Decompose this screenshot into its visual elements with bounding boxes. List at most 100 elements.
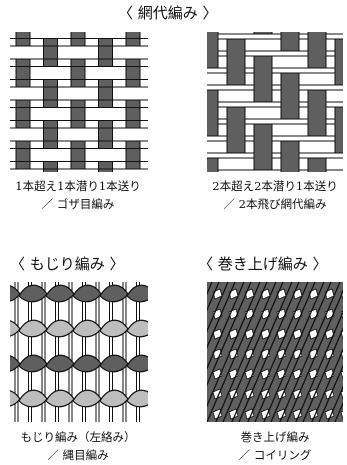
- twined-strand: [72, 319, 102, 338]
- warp-segment: [70, 38, 86, 47]
- twined-strand: [99, 284, 129, 303]
- warp-crossing: [15, 147, 31, 163]
- twined-strand: [72, 354, 102, 373]
- coil-stitch-edge: [327, 385, 343, 422]
- twined-strand: [126, 389, 148, 408]
- coil-stitch-edge: [295, 310, 343, 422]
- warp-segment: [70, 58, 86, 67]
- coil-gap: [340, 390, 343, 400]
- warp-crossing: [70, 147, 86, 163]
- coil-gap: [292, 328, 303, 340]
- coil-gap: [276, 328, 287, 340]
- warp-crossing: [43, 44, 58, 61]
- warp-float: [253, 123, 273, 171]
- warp-segment: [125, 58, 141, 67]
- warp-crossing: [98, 126, 113, 143]
- warp-float: [334, 106, 343, 154]
- coil-stitch-edge: [286, 289, 343, 422]
- caption-mojiri-line1: もじり編み（左絡み）: [20, 430, 136, 444]
- coil-gap: [212, 408, 223, 420]
- caption-goza-line1: 1本超え1本潜り1本送り: [15, 179, 141, 193]
- warp-float: [307, 32, 327, 69]
- warp-segment: [15, 120, 31, 129]
- warp-segment: [125, 99, 141, 108]
- coil-stitch-edge: [302, 327, 343, 422]
- warp-segment: [15, 99, 31, 108]
- warp-float: [253, 32, 273, 35]
- twined-strand: [18, 284, 48, 303]
- caption-makiage-line1: 巻き上げ編み: [240, 430, 310, 444]
- warp-crossing: [125, 147, 141, 163]
- warp-segment: [15, 161, 31, 170]
- coil-gap: [228, 408, 239, 420]
- caption-ajiro-line1: 2本超え2本潜り1本送り: [212, 179, 338, 193]
- coil-gap: [324, 328, 335, 340]
- warp-segment: [15, 140, 31, 149]
- warp-segment: [43, 120, 58, 129]
- twill-weave-illustration: [207, 32, 343, 172]
- warp-segment: [70, 161, 86, 170]
- coil-stitch-edge: [318, 364, 343, 422]
- twined-strand: [18, 389, 48, 408]
- warp-segment: [43, 161, 58, 170]
- twined-strand: [99, 354, 129, 373]
- warp-crossing: [15, 65, 31, 81]
- warp-segment: [15, 58, 31, 67]
- weft-strip: [10, 86, 148, 101]
- warp-float: [226, 38, 246, 86]
- warp-float: [307, 157, 327, 172]
- warp-crossing: [125, 106, 141, 122]
- warp-segment: [125, 38, 141, 47]
- coil-stitch-edge: [222, 282, 284, 422]
- warp-crossing: [98, 44, 113, 61]
- warp-crossing: [43, 85, 58, 102]
- coil-stitch-edge: [254, 282, 316, 422]
- coil-stitch-edge: [207, 282, 245, 370]
- warp-crossing: [70, 65, 86, 81]
- twined-strand: [18, 319, 48, 338]
- coil-stitch-edge: [279, 282, 341, 422]
- caption-ajiro-line2: ／ 2本飛び網代編み: [223, 197, 327, 211]
- warp-segment: [98, 120, 113, 129]
- warp-float: [334, 38, 343, 86]
- caption-makiage-line2: ／ コイリング: [238, 448, 312, 462]
- coil-stitch-edge: [207, 282, 261, 408]
- coil-gap: [260, 408, 271, 420]
- warp-segment: [70, 120, 86, 129]
- warp-segment: [70, 140, 86, 149]
- coil-stitch-edge: [207, 282, 220, 312]
- coil-gap: [276, 408, 287, 420]
- warp-segment: [125, 79, 141, 88]
- twined-strand: [126, 354, 148, 373]
- coil-stitch-edge: [311, 348, 343, 422]
- warp-segment: [15, 79, 31, 88]
- twined-strand: [72, 284, 102, 303]
- twined-strand: [126, 319, 148, 338]
- coil-stitch-edge: [247, 282, 309, 422]
- warp-segment: [15, 38, 31, 47]
- warp-segment: [98, 140, 113, 149]
- warp-segment: [125, 161, 141, 170]
- warp-float: [280, 140, 300, 172]
- weft-strip: [10, 45, 148, 60]
- caption-goza-line2: ／ ゴザ目編み: [41, 197, 115, 211]
- coil-gap: [212, 328, 223, 340]
- warp-crossing: [70, 106, 86, 122]
- coil-stitch-edge: [207, 282, 229, 333]
- warp-segment: [43, 58, 58, 67]
- coil-stitch-edge: [207, 282, 268, 422]
- coil-gap: [308, 328, 319, 340]
- coil-gap: [308, 408, 319, 420]
- warp-segment: [98, 161, 113, 170]
- plain-weave-illustration: [10, 32, 148, 172]
- twined-strand: [45, 389, 75, 408]
- caption-mojiri-line2: ／ 縄目編み: [47, 448, 109, 462]
- warp-crossing: [98, 85, 113, 102]
- twined-strand: [99, 319, 129, 338]
- warp-float: [207, 32, 219, 69]
- coil-gap: [228, 328, 239, 340]
- warp-crossing: [43, 126, 58, 143]
- coil-gap: [340, 410, 343, 420]
- twined-strand: [99, 389, 129, 408]
- warp-segment: [43, 140, 58, 149]
